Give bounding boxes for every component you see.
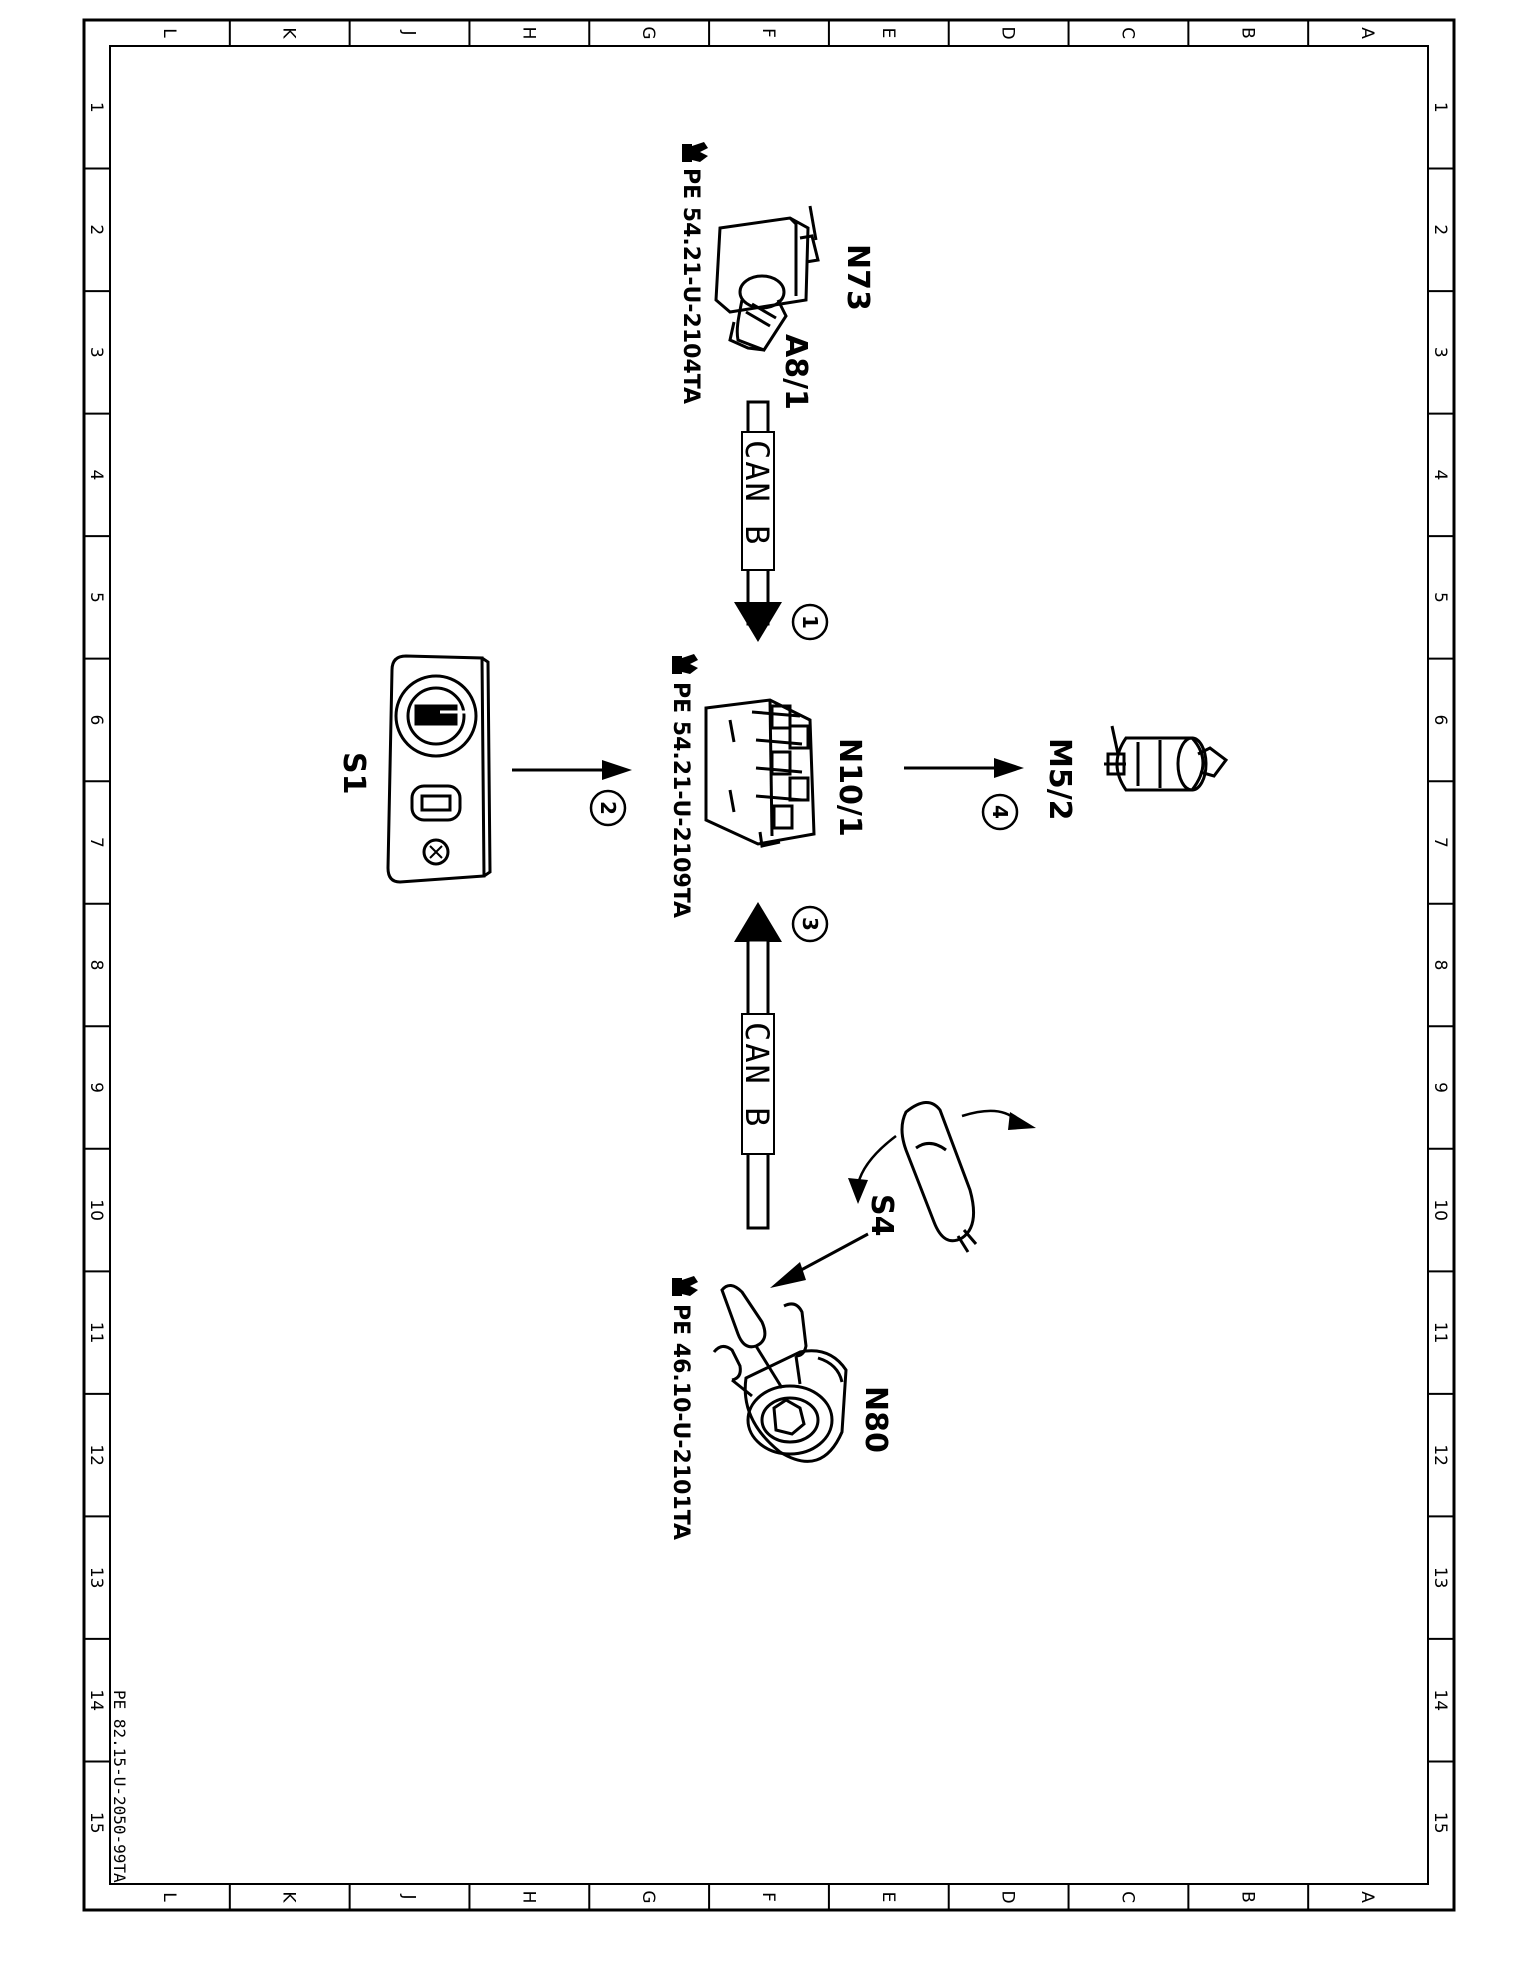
grid-row-label-left: 8 <box>86 960 106 971</box>
grid-row-label-right: 4 <box>1430 469 1450 480</box>
grid-row-label-left: 4 <box>86 469 106 480</box>
grid-row-label-right: 7 <box>1430 837 1450 848</box>
pointing-hand-icon <box>672 1276 698 1296</box>
grid-column-label-bottom: B <box>1237 1891 1257 1903</box>
grid-column-label-top: C <box>1117 27 1137 39</box>
ref-top: PE 54.21-U-2104TA <box>678 168 703 404</box>
can-bus-upper-arrow <box>734 400 782 642</box>
step-3-badge <box>791 905 829 943</box>
step-3-number: 3 <box>798 917 822 931</box>
grid-column-label-bottom: H <box>518 1891 538 1904</box>
grid-row-label-left: 7 <box>86 837 106 848</box>
grid-column-label-top: H <box>518 27 538 40</box>
can-bus-lower-arrow <box>734 902 782 1230</box>
grid-row-label-right: 6 <box>1430 715 1450 726</box>
grid-row-label-right: 1 <box>1430 102 1450 113</box>
label-n10-1: N10/1 <box>832 738 867 837</box>
grid-row-label-right: 14 <box>1430 1689 1450 1711</box>
grid-column-label-top: D <box>998 26 1018 39</box>
grid-row-label-left: 15 <box>86 1812 106 1834</box>
step-4-badge <box>981 793 1019 831</box>
document-id: PE 82.15-U-2050-99TA <box>110 1690 129 1883</box>
grid-row-label-right: 10 <box>1430 1199 1450 1221</box>
grid-column-label-top: B <box>1237 27 1257 39</box>
grid-row-label-right: 3 <box>1430 347 1450 358</box>
grid-row-label-left: 9 <box>86 1082 106 1093</box>
grid-column-label-bottom: E <box>878 1892 898 1903</box>
grid-column-label-bottom: L <box>159 1892 179 1902</box>
grid-column-label-top: A <box>1357 27 1377 39</box>
grid-column-label-bottom: J <box>399 1893 419 1899</box>
grid-column-label-top: J <box>399 29 419 35</box>
label-can-b-lower: CAN B <box>738 1022 776 1128</box>
grid-row-label-right: 8 <box>1430 960 1450 971</box>
grid-row-label-left: 11 <box>86 1322 106 1344</box>
grid-row-label-left: 14 <box>86 1689 106 1711</box>
step-4-number: 4 <box>988 805 1012 819</box>
grid-row-label-right: 15 <box>1430 1812 1450 1834</box>
grid-row-label-left: 10 <box>86 1199 106 1221</box>
step-1-number: 1 <box>798 615 822 629</box>
grid-column-label-top: G <box>638 26 658 39</box>
s1-switch-panel-icon <box>386 654 492 884</box>
n10-1-module-icon <box>704 698 816 848</box>
grid-column-label-bottom: D <box>998 1890 1018 1903</box>
grid-column-label-bottom: A <box>1357 1891 1377 1903</box>
grid-row-label-left: 5 <box>86 592 106 603</box>
label-n73: N73 <box>840 244 875 311</box>
grid-column-label-top: E <box>878 28 898 39</box>
grid-column-label-bottom: K <box>279 1891 299 1903</box>
ref-mid: PE 54.21-U-2109TA <box>668 682 693 918</box>
m5-2-motor-icon <box>1104 725 1229 792</box>
grid-column-label-top: K <box>279 27 299 39</box>
label-s4: S4 <box>864 1194 899 1236</box>
ref-bottom: PE 46.10-U-2101TA <box>668 1304 693 1540</box>
grid-column-label-top: F <box>758 28 778 38</box>
n73-module-icon <box>714 205 820 352</box>
grid-row-label-right: 5 <box>1430 592 1450 603</box>
step-2-number: 2 <box>596 801 620 815</box>
step-1-badge <box>791 603 829 641</box>
outer-frame <box>82 18 1456 1912</box>
label-s1: S1 <box>336 752 371 794</box>
grid-row-label-left: 2 <box>86 224 106 235</box>
grid-row-label-left: 6 <box>86 715 106 726</box>
grid-ticks <box>84 20 1454 1910</box>
grid-row-label-right: 11 <box>1430 1322 1450 1344</box>
s4-lever-icon <box>900 1101 978 1253</box>
label-can-b-upper: CAN B <box>738 440 776 546</box>
label-n80: N80 <box>858 1386 893 1453</box>
grid-column-label-bottom: F <box>758 1892 778 1902</box>
grid-row-label-right: 12 <box>1430 1444 1450 1466</box>
s4-to-n80-arrow <box>770 1232 869 1288</box>
pointing-hand-icon <box>672 654 698 674</box>
grid-row-label-right: 9 <box>1430 1082 1450 1093</box>
step-2-arrow <box>512 760 632 780</box>
n80-steering-module-icon <box>712 1284 848 1463</box>
grid-column-label-bottom: G <box>638 1890 658 1903</box>
grid-column-label-top: L <box>159 28 179 38</box>
grid-row-label-left: 13 <box>86 1567 106 1589</box>
grid-row-label-left: 1 <box>86 102 106 113</box>
grid-column-label-bottom: C <box>1117 1891 1137 1903</box>
step-2-badge <box>589 789 627 827</box>
s4-rotation-arrows <box>848 1109 1036 1204</box>
pointing-hand-icon <box>682 142 708 162</box>
label-a8-1: A8/1 <box>778 334 813 410</box>
label-m5-2: M5/2 <box>1042 738 1077 821</box>
step-4-arrow <box>904 758 1024 778</box>
grid-row-label-right: 13 <box>1430 1567 1450 1589</box>
grid-row-label-left: 12 <box>86 1444 106 1466</box>
grid-row-label-right: 2 <box>1430 224 1450 235</box>
grid-row-label-left: 3 <box>86 347 106 358</box>
inner-frame <box>109 45 1429 1885</box>
